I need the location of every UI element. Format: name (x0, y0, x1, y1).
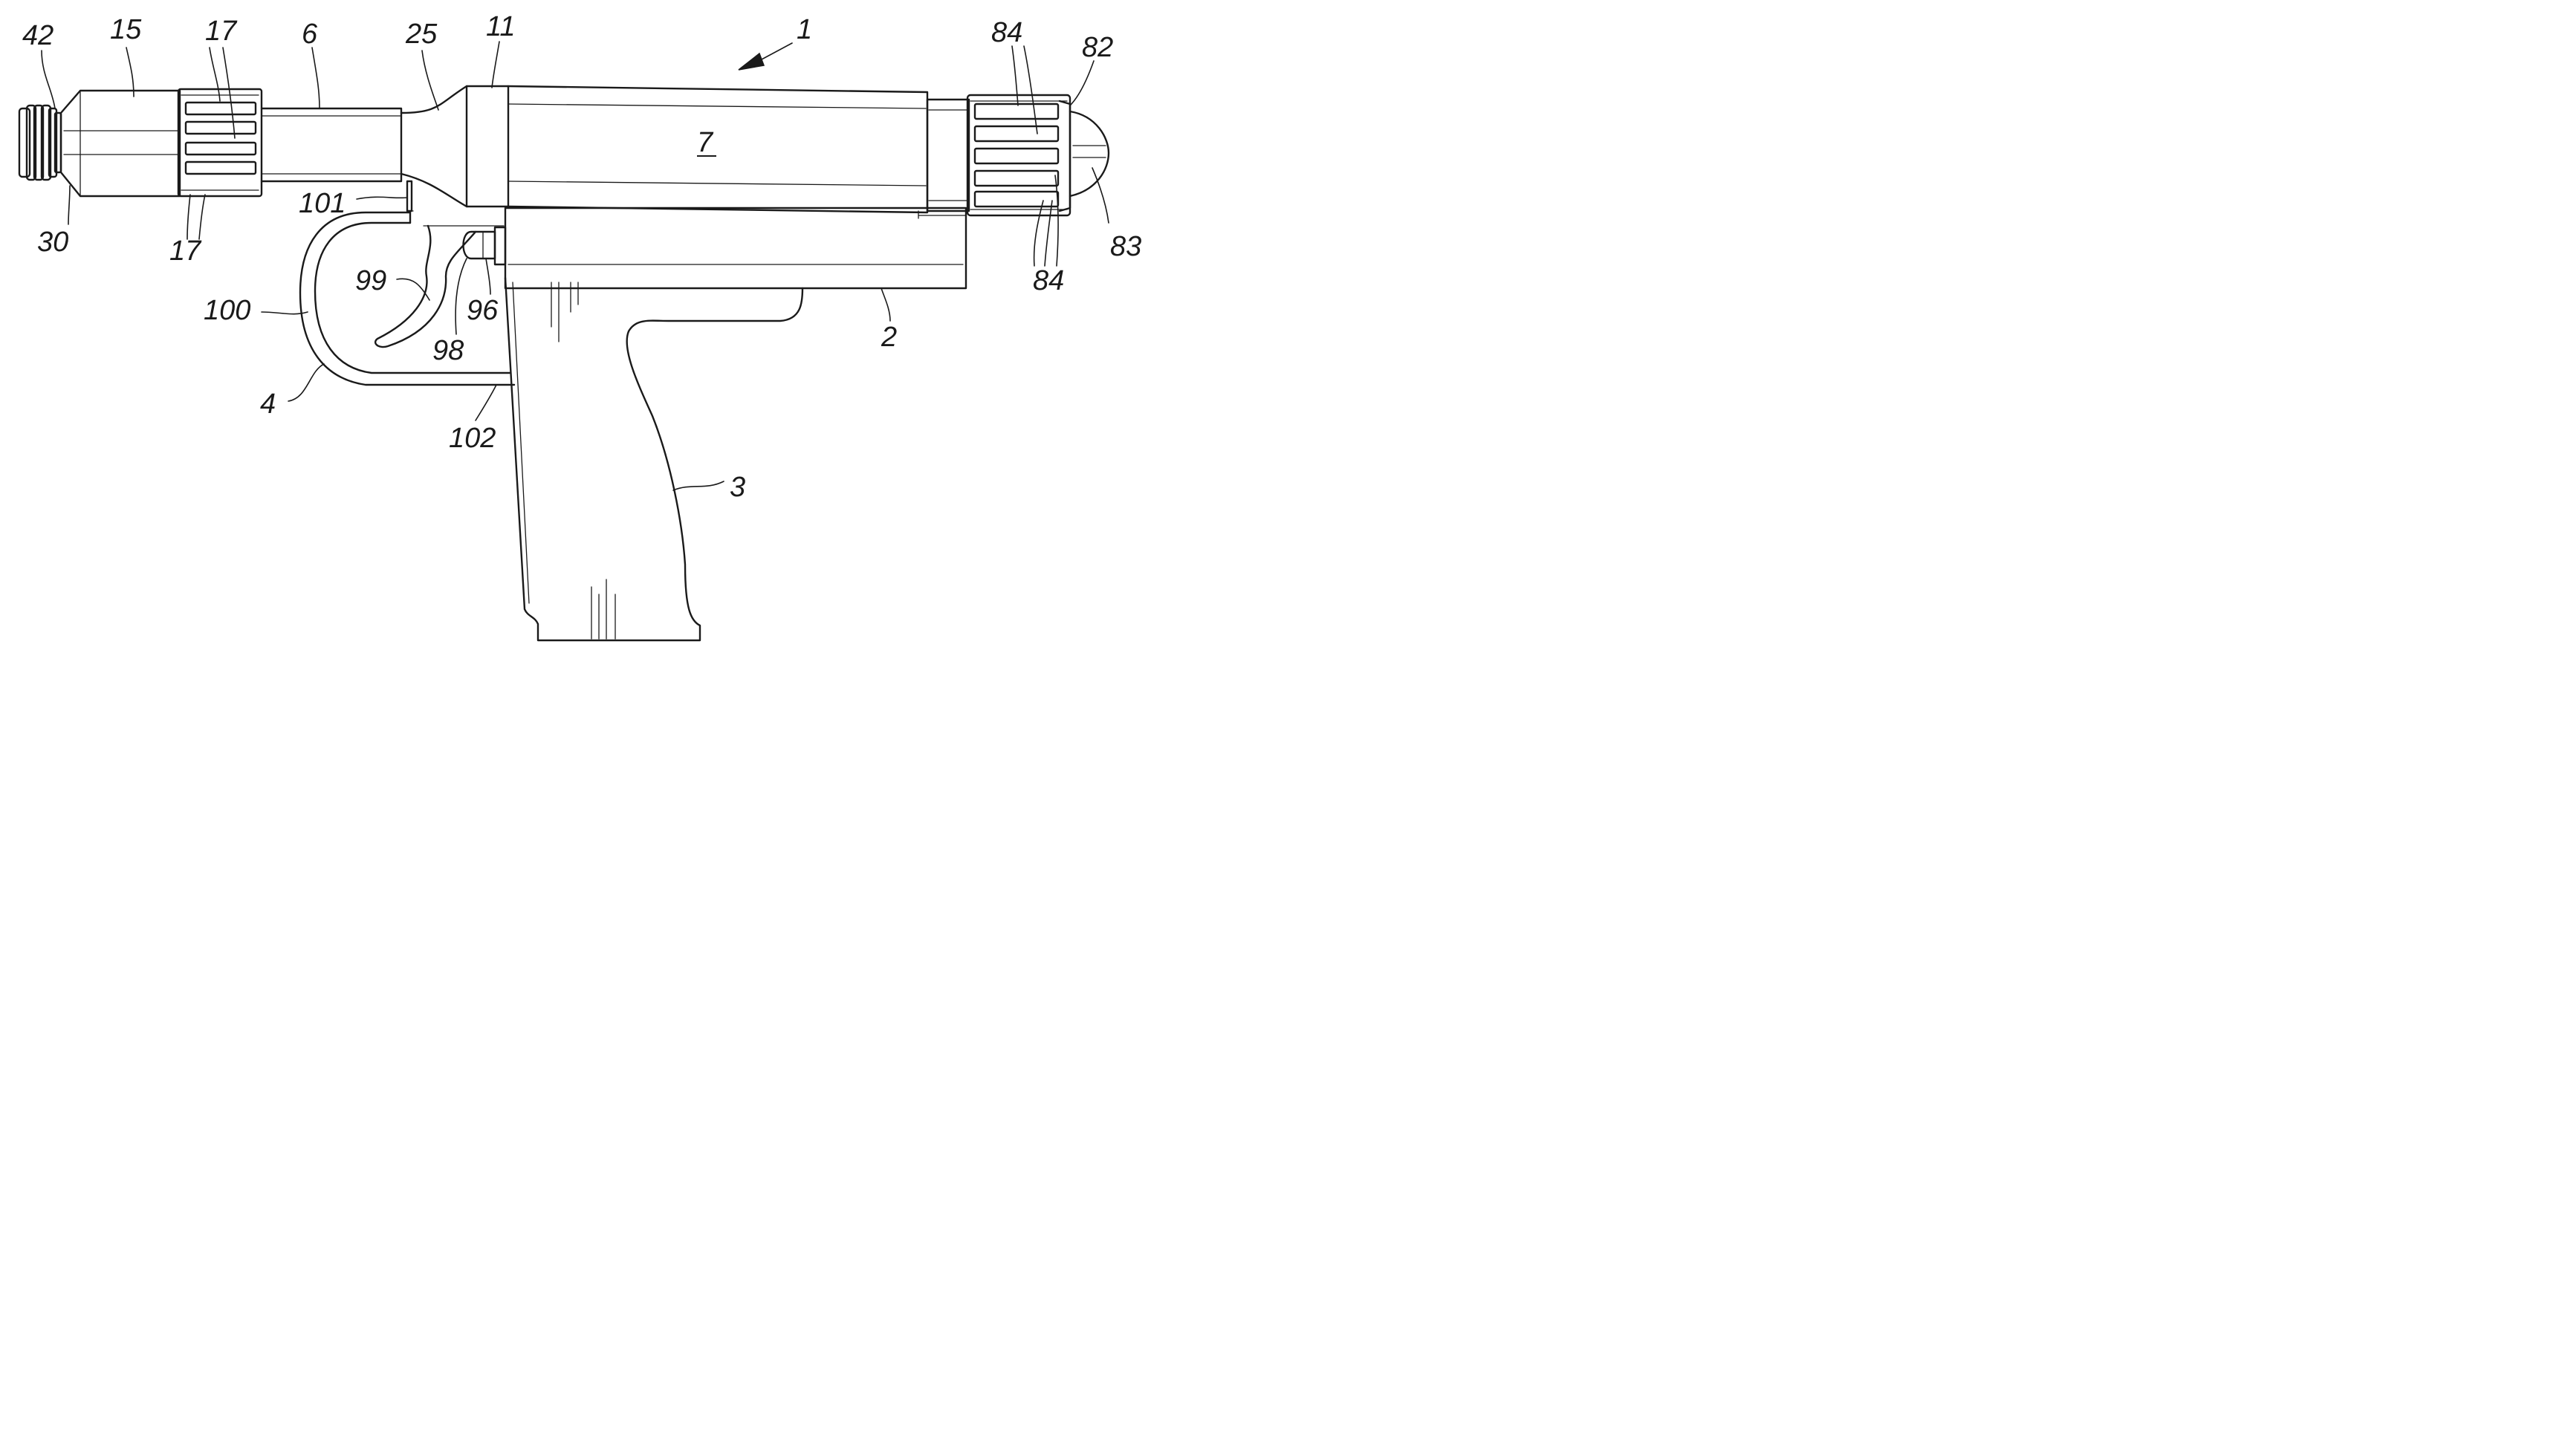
trigger (375, 226, 504, 347)
label-102: 102 (449, 423, 496, 454)
pistol-grip (505, 278, 802, 640)
label-1: 1 (797, 14, 812, 45)
label-11: 11 (486, 11, 515, 42)
label-15: 15 (110, 14, 142, 45)
reference-arrow (739, 43, 792, 70)
trigger-pin (464, 227, 506, 264)
label-42: 42 (22, 20, 54, 51)
patent-drawing: 42 15 17 6 25 11 1 84 82 7 30 17 101 83 … (0, 0, 1165, 661)
label-84-top: 84 (991, 17, 1022, 48)
label-25: 25 (405, 19, 438, 50)
barrel (262, 86, 467, 211)
threaded-tip (19, 105, 61, 180)
label-83: 83 (1110, 231, 1141, 262)
drawing-svg: 42 15 17 6 25 11 1 84 82 7 30 17 101 83 … (0, 0, 1165, 661)
lower-rail (505, 208, 966, 288)
label-17-top: 17 (205, 16, 238, 47)
label-17-bottom: 17 (169, 235, 202, 267)
label-84-bottom: 84 (1033, 265, 1064, 296)
label-4: 4 (260, 389, 276, 420)
rear-knurled-cap (967, 95, 1070, 215)
label-7: 7 (697, 127, 714, 158)
label-96: 96 (467, 295, 499, 326)
nozzle-body (61, 91, 180, 196)
label-100: 100 (204, 295, 250, 326)
label-3: 3 (730, 472, 745, 503)
label-99: 99 (355, 265, 386, 296)
label-98: 98 (432, 335, 464, 366)
label-6: 6 (302, 19, 318, 50)
label-30: 30 (37, 227, 68, 258)
end-dome (1070, 111, 1109, 196)
reference-labels: 42 15 17 6 25 11 1 84 82 7 30 17 101 83 … (22, 11, 1141, 503)
label-82: 82 (1082, 32, 1113, 63)
label-101: 101 (299, 188, 346, 219)
knurled-collar (178, 89, 262, 196)
label-2: 2 (881, 322, 897, 353)
main-housing (467, 86, 969, 212)
leader-lines (42, 42, 1109, 490)
